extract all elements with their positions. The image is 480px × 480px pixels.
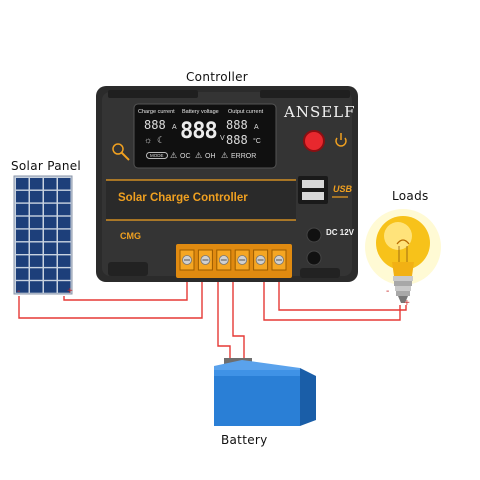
lcd-output-current: Output current (228, 109, 264, 115)
lcd-charge-current: Charge current (138, 109, 175, 115)
warning-icon-oc: ⚠ (170, 151, 178, 160)
warning-icon-oh: ⚠ (195, 151, 203, 160)
panel-minus-sign: - (17, 286, 21, 297)
sun-icon: ☼ (144, 135, 153, 145)
solar-panel-label: Solar Panel (11, 159, 82, 173)
dc-jack-top (306, 227, 322, 243)
solar-cell (30, 216, 43, 229)
solar-cell (58, 203, 71, 216)
brand-logo: ANSELF (284, 103, 356, 121)
solar-cell (30, 178, 43, 190)
solar-cell (16, 229, 29, 242)
wrench-icon (112, 143, 130, 161)
solar-cell (58, 242, 71, 254)
lcd-mode-badge: MODE (146, 152, 168, 159)
solar-cell (16, 281, 29, 293)
light-bulb (365, 209, 441, 303)
controller-label: Controller (186, 70, 249, 84)
solar-cell (58, 216, 71, 229)
battery-label: Battery (221, 433, 268, 447)
panel-plus-sign: + (67, 286, 73, 297)
solar-cell (44, 203, 57, 216)
wire-battery-positive (232, 272, 245, 362)
wire-load-negative (263, 272, 401, 321)
red-button[interactable] (303, 130, 325, 152)
solar-cell (58, 178, 71, 190)
solar-cell (44, 190, 57, 203)
lcd-digits-right-2: 888 (226, 133, 248, 147)
wires (18, 272, 407, 362)
lcd-error: ERROR (231, 153, 257, 160)
wire-load-positive (278, 272, 407, 311)
wire-panel-negative (18, 272, 203, 319)
solar-cell (44, 281, 57, 293)
lcd-oh: OH (205, 153, 216, 160)
terminal-block (176, 244, 292, 278)
controller (96, 86, 358, 282)
lcd-unit-v: V (220, 135, 225, 142)
wire-battery-negative (217, 272, 231, 362)
lcd-oc: OC (180, 153, 191, 160)
power-icon (335, 133, 347, 147)
solar-cell (44, 216, 57, 229)
solar-cell (16, 255, 29, 267)
solar-cell (16, 190, 29, 203)
lcd-digits-left: 888 (144, 118, 166, 132)
wire-panel-positive (63, 272, 188, 301)
solar-cell (44, 268, 57, 280)
lcd-digits-center: 888 (180, 119, 218, 144)
solar-cell (16, 178, 29, 190)
usb-ports (298, 176, 328, 204)
load-plus-sign: + (404, 298, 410, 309)
solar-cell (16, 203, 29, 216)
solar-cell (44, 178, 57, 190)
solar-cell (58, 255, 71, 267)
solar-cell (58, 281, 71, 293)
lcd-battery-voltage: Battery voltage (182, 109, 219, 115)
loads-label: Loads (392, 189, 429, 203)
solar-cell (58, 190, 71, 203)
usb-label: USB (333, 184, 353, 194)
device-name: Solar Charge Controller (118, 192, 248, 204)
solar-cell (30, 203, 43, 216)
solar-cell (16, 242, 29, 254)
solar-cell (58, 229, 71, 242)
solar-cell (30, 281, 43, 293)
solar-cell (44, 255, 57, 267)
solar-cell (30, 190, 43, 203)
solar-cell (30, 255, 43, 267)
lcd-unit-a-left: A (172, 124, 177, 131)
solar-cell (16, 268, 29, 280)
lcd-unit-a-right: A (254, 124, 259, 131)
dc-jack-bottom (306, 250, 322, 266)
moon-icon: ☾ (157, 135, 166, 145)
dc-label: DC 12V (326, 228, 355, 237)
solar-cell (44, 242, 57, 254)
model-label: CMG (120, 231, 141, 241)
solar-cell (30, 229, 43, 242)
load-minus-sign: - (386, 286, 390, 297)
solar-cell (30, 268, 43, 280)
solar-cell (30, 242, 43, 254)
lcd-unit-c: °C (253, 138, 261, 145)
battery (214, 358, 316, 426)
solar-cell (44, 229, 57, 242)
warning-icon-error: ⚠ (221, 151, 229, 160)
lcd-digits-right: 888 (226, 118, 248, 132)
solar-panel (13, 175, 73, 295)
solar-cell (16, 216, 29, 229)
solar-cell (58, 268, 71, 280)
